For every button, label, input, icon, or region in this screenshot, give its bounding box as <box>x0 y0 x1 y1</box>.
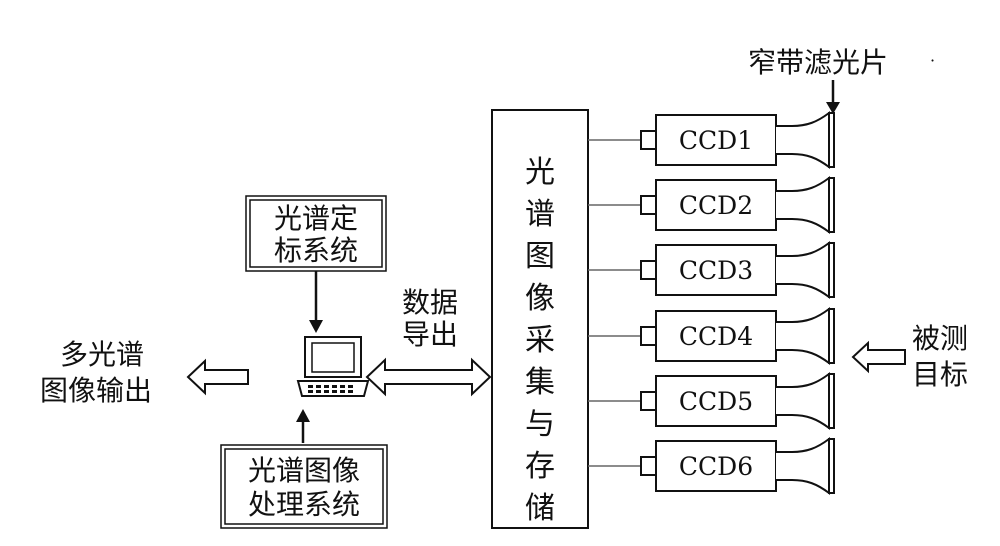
output-label: 多光谱 <box>60 338 144 371</box>
processing-line: 光谱图像 <box>248 454 360 487</box>
acquisition-char: 采 <box>525 323 555 358</box>
acquisition-char: 与 <box>525 407 555 442</box>
output-arrow-icon <box>186 358 249 396</box>
filter-pointer-arrow <box>826 80 840 114</box>
data-export-label: 数据 <box>402 286 458 319</box>
data-export-double-arrow-icon <box>365 357 492 397</box>
output-label: 图像输出 <box>40 374 152 407</box>
camera-label: CCD4 <box>679 322 753 351</box>
processing-to-computer-arrow <box>296 409 310 443</box>
acquisition-char: 谱 <box>525 197 555 232</box>
camera-label: CCD3 <box>679 256 753 285</box>
target-arrow-icon <box>851 340 906 374</box>
camera-ccd2: CCD2 <box>640 176 835 234</box>
camera-ccd1: CCD1 <box>640 111 835 169</box>
camera-ccd3: CCD3 <box>640 241 835 299</box>
acquisition-char: 集 <box>525 365 555 400</box>
camera-ccd5: CCD5 <box>640 372 835 430</box>
target-label: 目标 <box>912 358 968 391</box>
filter-label: 窄带滤光片 <box>748 46 888 79</box>
camera-label: CCD2 <box>679 191 753 220</box>
computer-icon <box>296 336 370 397</box>
acquisition-char: 像 <box>525 281 555 316</box>
processing-system-box: 光谱图像 处理系统 <box>220 444 388 529</box>
camera-connectors <box>588 139 641 467</box>
calibration-line: 标系统 <box>274 234 358 267</box>
acquisition-char: 存 <box>525 449 555 484</box>
target-label: 被测 <box>912 322 968 355</box>
calibration-to-computer-arrow <box>309 271 323 333</box>
processing-line: 处理系统 <box>248 488 360 521</box>
acquisition-char: 光 <box>525 155 555 190</box>
camera-label: CCD5 <box>679 387 753 416</box>
camera-label: CCD6 <box>679 452 753 481</box>
filter-label-mark: · <box>930 51 935 70</box>
acquisition-char: 图 <box>525 239 555 274</box>
acquisition-char: 储 <box>525 491 555 526</box>
camera-label: CCD1 <box>679 126 753 155</box>
camera-ccd6: CCD6 <box>640 437 835 495</box>
calibration-system-box: 光谱定 标系统 <box>245 195 387 272</box>
calibration-line: 光谱定 <box>274 202 358 235</box>
acquisition-storage-box: 光 谱 图 像 采 集 与 存 储 <box>491 109 589 529</box>
data-export-label: 导出 <box>402 318 458 351</box>
camera-ccd4: CCD4 <box>640 307 835 365</box>
